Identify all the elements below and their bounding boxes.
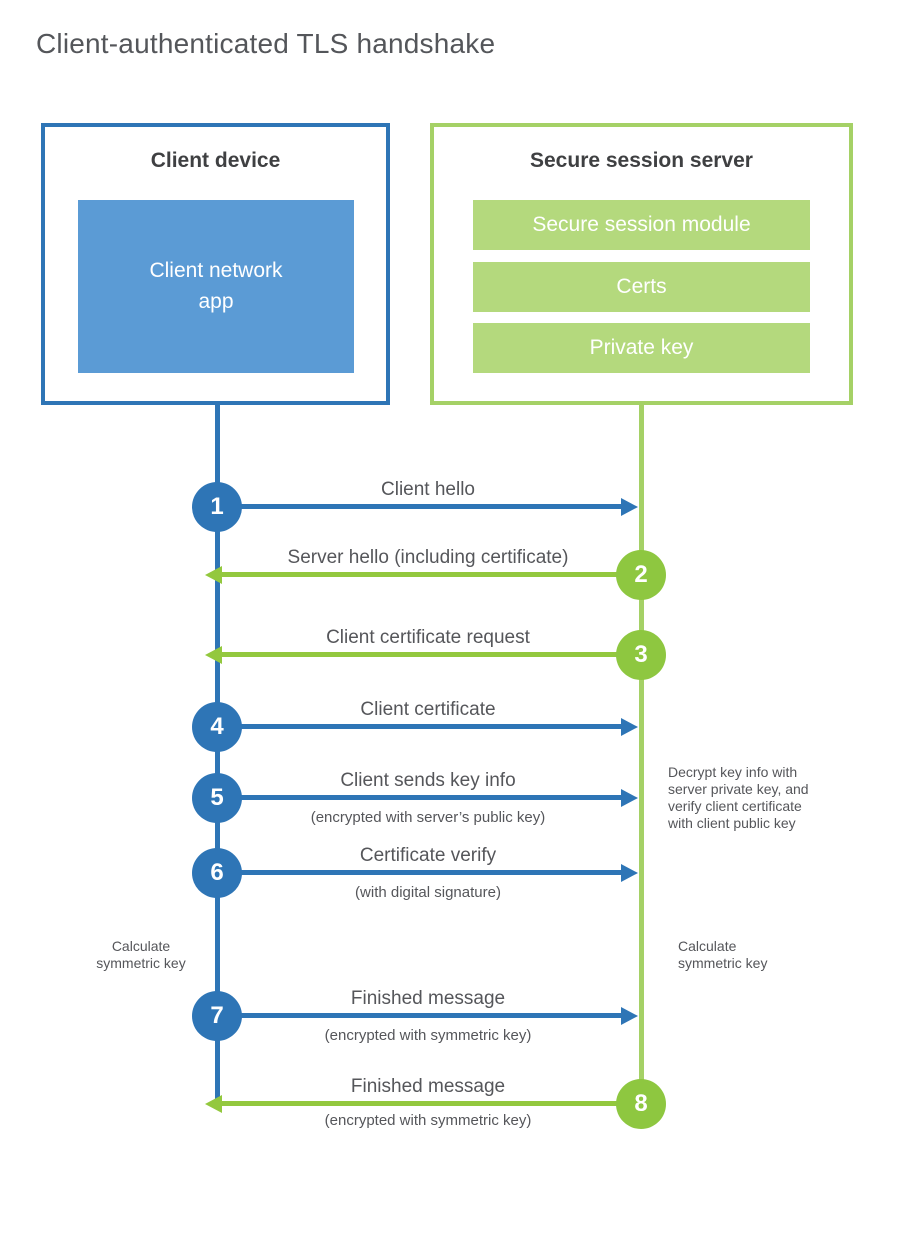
server-heading: Secure session server <box>530 149 753 172</box>
step-2-label: Server hello (including certificate) <box>287 547 569 568</box>
server-module-bar-private-key: Private key <box>473 323 810 373</box>
step-1-arrow <box>217 504 621 509</box>
step-5-label: Client sends key info <box>340 770 516 791</box>
step-7-circle: 7 <box>192 991 242 1041</box>
step-3-arrow <box>222 652 641 657</box>
step-1-circle: 1 <box>192 482 242 532</box>
note-calculate-symmetric-key-client: Calculate symmetric key <box>96 938 186 971</box>
step-8-arrowhead-icon <box>205 1095 222 1113</box>
server-lifeline <box>639 405 644 1104</box>
step-5-arrowhead-icon <box>621 789 638 807</box>
step-7-arrowhead-icon <box>621 1007 638 1025</box>
client-network-app-box: Client network app <box>78 200 354 373</box>
server-module-bar-certs: Certs <box>473 262 810 312</box>
step-3-label: Client certificate request <box>326 627 530 648</box>
step-1-arrowhead-icon <box>621 498 638 516</box>
client-device-heading: Client device <box>150 149 281 172</box>
step-7-sublabel: (encrypted with symmetric key) <box>324 1027 532 1044</box>
step-5-circle: 5 <box>192 773 242 823</box>
note-decrypt-key-info: Decrypt key info with server private key… <box>668 764 809 831</box>
step-2-arrowhead-icon <box>205 566 222 584</box>
step-2-circle: 2 <box>616 550 666 600</box>
step-3-arrowhead-icon <box>205 646 222 664</box>
step-5-arrow <box>217 795 621 800</box>
step-8-arrow <box>222 1101 641 1106</box>
step-8-sublabel: (encrypted with symmetric key) <box>324 1112 532 1129</box>
step-4-circle: 4 <box>192 702 242 752</box>
step-2-arrow <box>222 572 641 577</box>
step-1-label: Client hello <box>381 479 475 500</box>
note-calculate-symmetric-key-server: Calculate symmetric key <box>678 938 768 971</box>
step-8-label: Finished message <box>350 1076 506 1097</box>
client-lifeline <box>215 405 220 1105</box>
step-3-circle: 3 <box>616 630 666 680</box>
step-6-arrow <box>217 870 621 875</box>
server-module-bar-secure-session-module: Secure session module <box>473 200 810 250</box>
step-5-sublabel: (encrypted with server’s public key) <box>310 809 546 826</box>
page-title: Client-authenticated TLS handshake <box>36 28 496 59</box>
step-8-circle: 8 <box>616 1079 666 1129</box>
step-6-arrowhead-icon <box>621 864 638 882</box>
step-7-label: Finished message <box>350 988 506 1009</box>
step-6-sublabel: (with digital signature) <box>355 884 501 901</box>
step-6-label: Certificate verify <box>359 845 497 866</box>
step-6-circle: 6 <box>192 848 242 898</box>
step-4-label: Client certificate <box>360 699 496 720</box>
step-7-arrow <box>217 1013 621 1018</box>
step-4-arrowhead-icon <box>621 718 638 736</box>
step-4-arrow <box>217 724 621 729</box>
